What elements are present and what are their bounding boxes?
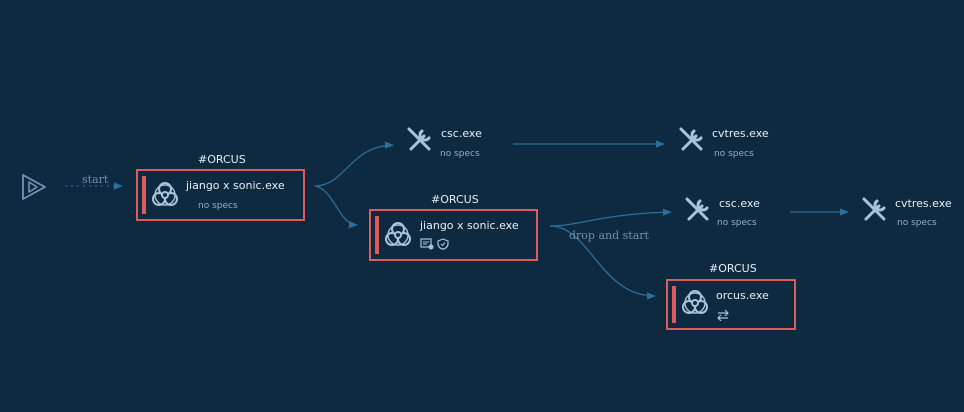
malicious-indicator-bar <box>142 176 146 214</box>
biohazard-icon <box>682 290 708 314</box>
play-start-icon[interactable] <box>20 172 48 202</box>
node-1-process-box[interactable]: jiango x sonic.exe no specs <box>136 169 305 221</box>
node-6-name: cvtres.exe <box>895 197 952 210</box>
tools-icon <box>679 127 703 151</box>
node-5-spec: no specs <box>717 218 757 228</box>
node-6-spec: no specs <box>897 218 937 228</box>
edge-n1-n4 <box>314 185 358 229</box>
tools-icon <box>407 127 431 151</box>
biohazard-icon <box>385 222 411 246</box>
node-7-tag: #ORCUS <box>709 262 757 275</box>
biohazard-icon <box>152 182 178 206</box>
node-2-spec: no specs <box>440 149 480 159</box>
edge-n4-n5 <box>549 208 672 227</box>
drop-and-start-edge-label: drop and start <box>569 229 649 242</box>
start-edge-label: start <box>82 173 109 186</box>
shield-icon <box>437 238 449 250</box>
node-7-name: orcus.exe <box>716 289 769 302</box>
node-1-spec: no specs <box>198 201 238 211</box>
node-4-name: jiango x sonic.exe <box>420 219 519 232</box>
malicious-indicator-bar <box>375 216 379 254</box>
node-5-name: csc.exe <box>719 197 760 210</box>
network-exchange-icon <box>717 309 729 321</box>
node-3-name: cvtres.exe <box>712 127 769 140</box>
node-3-spec: no specs <box>714 149 754 159</box>
node-2-process[interactable]: csc.exe no specs <box>405 125 515 165</box>
edge-n4-n7 <box>549 225 656 300</box>
node-7-process-box[interactable]: orcus.exe <box>666 279 796 330</box>
node-1-name: jiango x sonic.exe <box>186 179 285 192</box>
tools-icon <box>862 197 886 221</box>
node-6-process[interactable]: cvtres.exe no specs <box>860 195 960 235</box>
node-5-process[interactable]: csc.exe no specs <box>683 195 793 235</box>
node-4-tag: #ORCUS <box>431 193 479 206</box>
edge-n1-n2 <box>314 141 394 187</box>
executable-file-icon <box>420 238 434 250</box>
node-1-tag: #ORCUS <box>198 153 246 166</box>
tools-icon <box>685 197 709 221</box>
node-2-name: csc.exe <box>441 127 482 140</box>
node-3-process[interactable]: cvtres.exe no specs <box>677 125 787 165</box>
node-4-process-box[interactable]: jiango x sonic.exe <box>369 209 538 261</box>
malicious-indicator-bar <box>672 286 676 323</box>
